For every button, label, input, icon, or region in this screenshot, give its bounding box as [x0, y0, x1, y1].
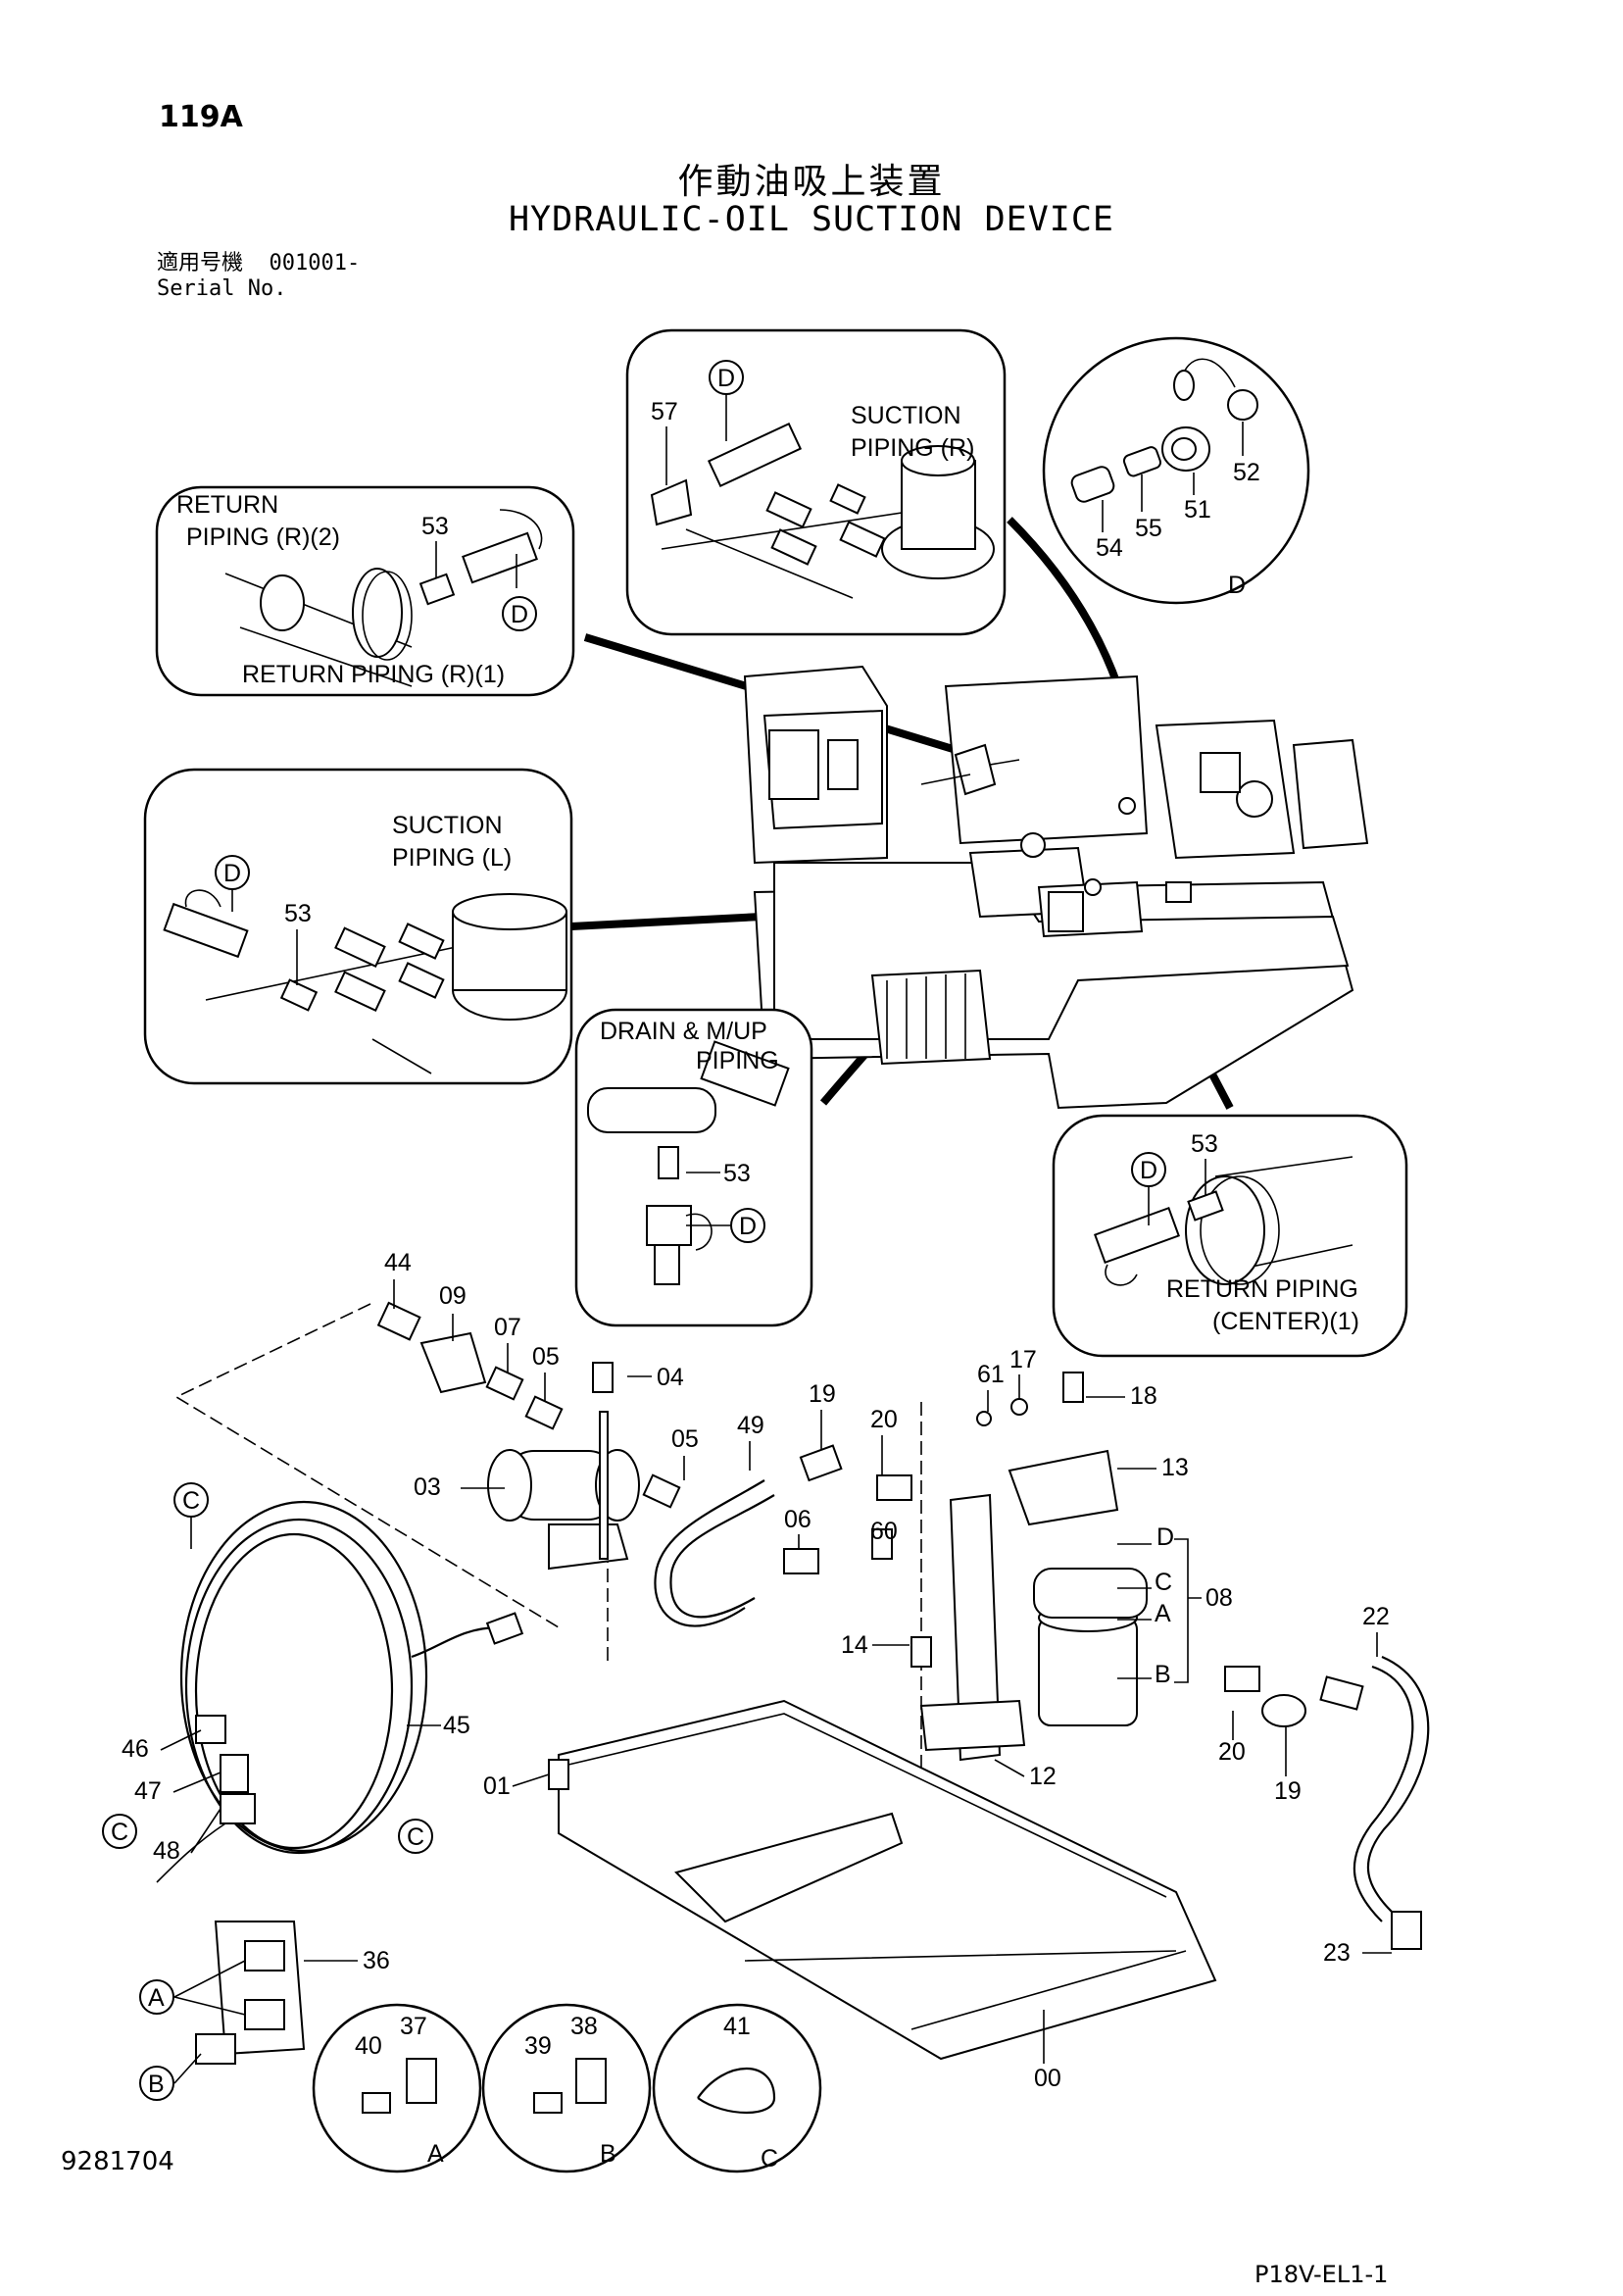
part-03: 03 — [414, 1473, 441, 1501]
detail-drain-mup-piping: DRAIN & M/UP PIPING 53 D — [574, 1008, 813, 1327]
serial-label-jp: 適用号機 — [157, 251, 244, 275]
part-37: 37 — [400, 2013, 427, 2040]
part-12: 12 — [1029, 1763, 1057, 1790]
part-40: 40 — [355, 2032, 382, 2060]
part-61: 61 — [977, 1361, 1005, 1388]
detail-d-part-52: 52 — [1233, 459, 1260, 486]
port-a: A — [1155, 1600, 1171, 1627]
return-r2-part: 53 — [421, 513, 449, 540]
part-49: 49 — [737, 1412, 764, 1439]
detail-d-part-55: 55 — [1135, 515, 1162, 542]
part-46: 46 — [122, 1735, 149, 1763]
part-47: 47 — [134, 1777, 162, 1805]
serial-label-en: Serial No. — [157, 276, 287, 301]
drain-title-2: PIPING — [696, 1047, 779, 1074]
marker-a: A — [148, 1984, 165, 2012]
part-20-a: 20 — [870, 1406, 898, 1433]
drawing-number: 9281704 — [61, 2147, 174, 2176]
detail-return-piping-center: 53 D RETURN PIPING (CENTER)(1) — [1052, 1114, 1408, 1358]
suction-r-title-2: PIPING (R) — [851, 434, 974, 462]
part-08: 08 — [1205, 1584, 1233, 1612]
part-36: 36 — [363, 1947, 390, 1974]
callouts: 44 09 07 05 04 03 05 49 06 19 20 60 61 1… — [102, 1249, 1392, 2172]
detail-suction-piping-l: SUCTION PIPING (L) 53 D — [143, 768, 573, 1085]
detail-d-marker: D — [1228, 572, 1246, 599]
part-05-a: 05 — [532, 1343, 560, 1371]
part-17: 17 — [1009, 1346, 1037, 1373]
suction-l-title-2: PIPING (L) — [392, 844, 512, 872]
lower-assembly — [156, 1301, 1430, 2173]
marker-c-top: C — [182, 1487, 200, 1515]
part-14: 14 — [841, 1631, 868, 1659]
part-41: 41 — [723, 2013, 751, 2040]
center-caption-1: RETURN PIPING — [1166, 1275, 1358, 1303]
part-19-a: 19 — [809, 1380, 836, 1408]
sheet-reference: P18V-EL1-1 — [1254, 2261, 1389, 2288]
port-d: D — [1156, 1523, 1174, 1551]
return-r2-title-2: PIPING (R)(2) — [186, 524, 340, 551]
marker-b: B — [148, 2071, 165, 2098]
suction-l-marker: D — [223, 860, 241, 887]
drain-title-1: DRAIN & M/UP — [600, 1018, 767, 1045]
circle-label-b: B — [600, 2140, 616, 2168]
center-marker: D — [1140, 1157, 1157, 1184]
suction-l-part: 53 — [284, 900, 312, 927]
return-r1-caption: RETURN PIPING (R)(1) — [242, 661, 505, 688]
center-caption-2: (CENTER)(1) — [1212, 1308, 1359, 1335]
part-38: 38 — [570, 2013, 598, 2040]
suction-r-marker: D — [717, 365, 735, 392]
part-20-b: 20 — [1218, 1738, 1246, 1766]
part-60: 60 — [870, 1518, 898, 1545]
center-part: 53 — [1191, 1130, 1218, 1158]
part-23: 23 — [1323, 1939, 1351, 1967]
suction-l-title-1: SUCTION — [392, 812, 503, 839]
serial-value: 001001- — [269, 251, 361, 275]
drain-part: 53 — [723, 1160, 751, 1187]
marker-c-right: C — [407, 1823, 424, 1851]
title-japanese: 作動油吸上装置 — [677, 162, 946, 202]
marker-d: D — [511, 601, 528, 628]
part-48: 48 — [153, 1837, 180, 1865]
circle-label-c: C — [761, 2145, 778, 2172]
part-18: 18 — [1130, 1382, 1157, 1410]
port-b: B — [1155, 1661, 1171, 1688]
title-english: HYDRAULIC-OIL SUCTION DEVICE — [508, 200, 1114, 239]
detail-return-piping-r2: RETURN PIPING (R)(2) RETURN PIPING (R)(1… — [155, 485, 575, 697]
page-id: 119A — [159, 100, 243, 134]
marker-circle-d — [502, 596, 537, 631]
serial-block: 適用号機 001001- Serial No. — [157, 251, 360, 302]
part-00: 00 — [1034, 2065, 1061, 2092]
part-13: 13 — [1161, 1454, 1189, 1481]
suction-r-part: 57 — [651, 398, 678, 425]
part-19-b: 19 — [1274, 1777, 1302, 1805]
detail-suction-piping-r: 57 D SUCTION PIPING (R) — [625, 328, 1007, 636]
suction-r-title-1: SUCTION — [851, 402, 961, 429]
part-22: 22 — [1362, 1603, 1390, 1630]
part-45: 45 — [443, 1712, 470, 1739]
part-09: 09 — [439, 1282, 467, 1310]
part-07: 07 — [494, 1314, 521, 1341]
detail-d: 52 51 55 54 D — [1042, 336, 1310, 605]
machine-upper-structure — [743, 665, 1369, 1110]
detail-d-part-51: 51 — [1184, 496, 1211, 524]
return-r2-title-1: RETURN — [176, 491, 278, 519]
part-06: 06 — [784, 1506, 812, 1533]
detail-d-part-54: 54 — [1096, 534, 1123, 562]
circle-label-a: A — [427, 2140, 444, 2168]
marker-c-left: C — [111, 1819, 128, 1846]
port-c: C — [1155, 1569, 1172, 1596]
part-44: 44 — [384, 1249, 412, 1276]
drain-marker: D — [739, 1213, 757, 1240]
part-04: 04 — [657, 1364, 684, 1391]
part-39: 39 — [524, 2032, 552, 2060]
part-05-b: 05 — [671, 1425, 699, 1453]
part-01: 01 — [483, 1772, 511, 1800]
